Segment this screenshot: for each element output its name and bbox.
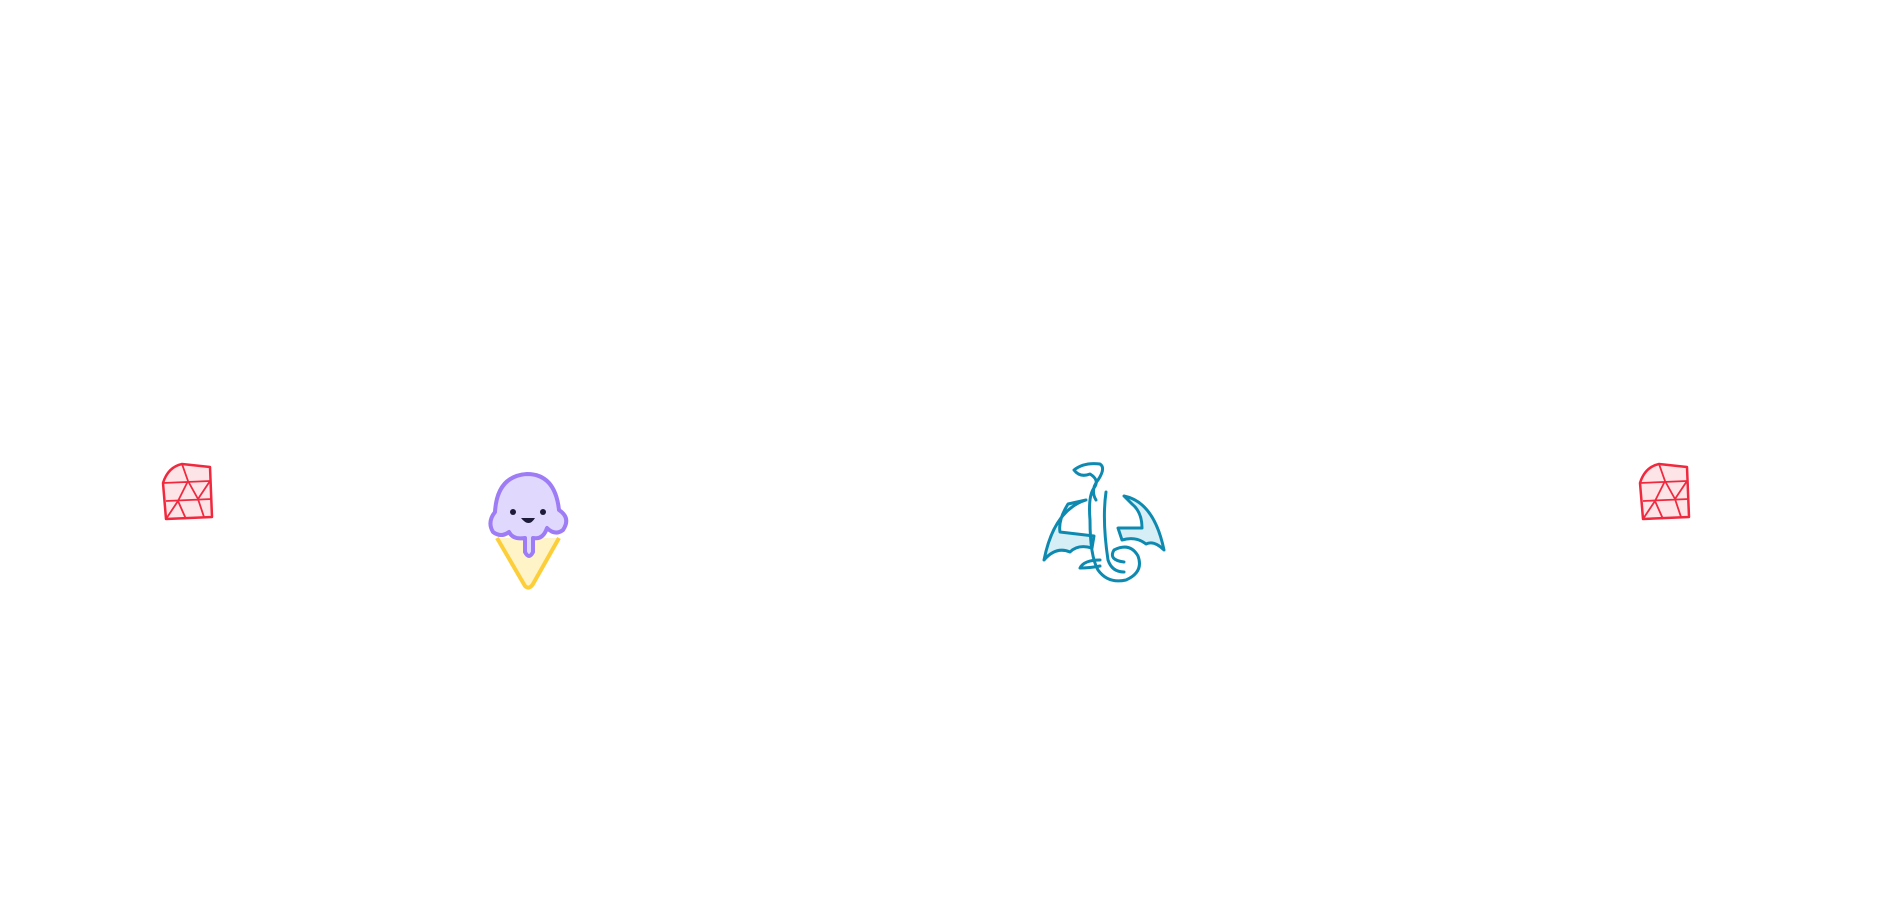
left-wing [1042,498,1096,562]
body-neck [1072,462,1141,583]
right-wing [1116,494,1166,552]
tail [1078,558,1102,570]
ruby-gem-shape [161,462,214,521]
ruby-gem-icon [161,462,214,521]
mouth [521,518,535,523]
dragon-icon [1042,462,1166,583]
scoop [488,472,569,558]
right-eye [540,509,546,515]
ruby-gem-icon [1638,462,1691,521]
body-inner [1102,490,1126,574]
cone [495,536,561,590]
left-eye [510,509,516,515]
ice-cream-icon [488,472,569,590]
ruby-gem-shape [1638,462,1691,521]
